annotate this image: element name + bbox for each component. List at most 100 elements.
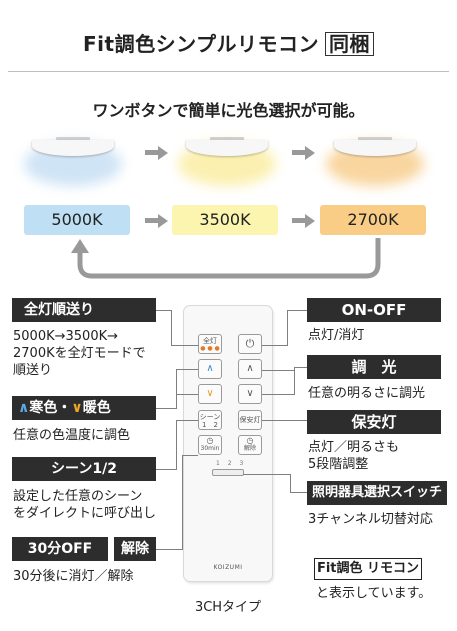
lamp-base (56, 137, 90, 141)
desc-line: 5段階調整 (308, 457, 369, 472)
scene-button-label: シーン (199, 413, 221, 421)
scene-button[interactable]: シーン 1 2 (198, 410, 222, 430)
leader-line (176, 369, 177, 409)
dim-up-button[interactable]: ∧ (238, 359, 262, 379)
arrow-right-icon (292, 150, 305, 155)
leader-line (290, 492, 307, 493)
leader-line (262, 420, 307, 421)
channel-switch[interactable] (212, 469, 244, 476)
lamp-shade (186, 140, 268, 156)
warm-down-icon: ∨ (71, 400, 83, 416)
leader-line (287, 310, 307, 311)
dim-down-button[interactable]: ∨ (238, 384, 262, 404)
leader-line (262, 345, 288, 346)
on-off-desc: 点灯/消灯 (308, 328, 365, 343)
desc-line: をダイレクトに呼び出し (13, 506, 157, 521)
leader-line (176, 420, 198, 421)
all-lights-order-label: 全灯順送り (12, 298, 156, 322)
leader-line (262, 370, 295, 371)
power-button[interactable]: ⏻ (238, 334, 262, 354)
cancel-button[interactable]: ◷ 解除 (238, 435, 262, 455)
clock-icon: ◷ (246, 436, 254, 445)
leader-line (176, 394, 198, 395)
leader-line (156, 469, 176, 470)
security-light-button[interactable]: 保安灯 (238, 410, 262, 430)
lamp-base (358, 137, 392, 141)
leader-line (294, 367, 307, 368)
timer-label: 30min (200, 445, 220, 452)
lamp-2700k (320, 128, 430, 186)
leader-line (182, 455, 183, 550)
desc-line: 5000K→3500K→ (13, 329, 119, 344)
desc-line: 設定した任意のシーン (13, 489, 143, 504)
leader-line (156, 310, 172, 311)
arrow-head-icon (305, 214, 315, 228)
temp-3500k-box: 3500K (172, 205, 278, 235)
leader-line (182, 455, 198, 456)
lamp-3500k (172, 128, 282, 186)
dimming-desc: 任意の明るさに調光 (308, 386, 426, 401)
leader-line (176, 420, 177, 470)
title-divider (8, 71, 449, 72)
cool-text: 寒色 (29, 400, 58, 416)
remote-control: 全灯 ● ● ● ⏻ ∧ ∧ ∨ ∨ シーン 1 2 保安灯 ◷ 30min ◷… (184, 306, 272, 581)
desc-line: 2700Kを全灯モードで (13, 346, 146, 361)
channel-numbers: 1 2 3 (216, 460, 247, 467)
cancel-label: 解除 (243, 445, 256, 452)
timer-30min-button[interactable]: ◷ 30min (198, 435, 222, 455)
temp-5000k-box: 5000K (24, 205, 130, 235)
bundled-badge: 同梱 (324, 32, 374, 56)
fit-remote-display-badge: Fit調色 リモコン (314, 558, 422, 580)
clock-icon: ◷ (206, 436, 214, 445)
arrow-head-icon (158, 146, 168, 160)
security-light-desc: 点灯／明るさも 5段階調整 (308, 439, 399, 473)
temp-2700k-box: 2700K (320, 205, 426, 235)
fit-remote-display-desc: と表示しています。 (316, 586, 432, 601)
all-on-button-label: 全灯 (203, 337, 217, 345)
security-light-label: 保安灯 (307, 410, 441, 434)
arrow-right-icon (292, 218, 305, 223)
all-on-button[interactable]: 全灯 ● ● ● (198, 334, 222, 354)
fixture-select-desc: 3チャンネル切替対応 (308, 512, 433, 527)
on-off-label: ON-OFF (307, 298, 441, 322)
arrow-head-icon (158, 214, 168, 228)
cool-warm-desc: 任意の色温度に調色 (13, 428, 131, 443)
leader-line (287, 310, 288, 346)
desc-line: 点灯／明るさも (308, 440, 400, 455)
warm-down-button[interactable]: ∨ (198, 384, 222, 404)
lamp-shade (32, 140, 114, 156)
warm-text: 暖色 (82, 400, 111, 416)
leader-line (171, 310, 172, 346)
lamp-shade (334, 140, 416, 156)
page-title: Fit調色シンプルリモコン同梱 (0, 28, 457, 57)
arrow-right-icon (145, 218, 158, 223)
leader-line (156, 549, 182, 550)
subtitle: ワンボタンで簡単に光色選択が可能。 (92, 101, 365, 120)
leader-line (156, 408, 176, 409)
leader-line (176, 369, 198, 370)
cool-up-icon: ∧ (18, 400, 30, 416)
cool-warm-label: ∧寒色・∨暖色 (12, 396, 156, 420)
color-dots-icon: ● ● ● (200, 345, 220, 352)
arrow-head-icon (305, 146, 315, 160)
leader-line (243, 474, 291, 475)
loop-back-arrow-icon (71, 238, 381, 279)
lamp-5000k (18, 128, 128, 186)
timer-desc: 30分後に消灯／解除 (13, 569, 134, 584)
title-text: Fit調色シンプルリモコン (83, 32, 319, 56)
timer-30min-label: 30分OFF (12, 537, 108, 561)
lamp-base (210, 137, 244, 141)
arrow-right-icon (145, 150, 158, 155)
leader-line (262, 394, 295, 395)
remote-model-label: 3CHタイプ (194, 600, 262, 615)
cool-up-button[interactable]: ∧ (198, 359, 222, 379)
leader-line (290, 474, 291, 493)
desc-line: 順送り (13, 363, 53, 378)
leader-line (294, 367, 295, 395)
scene-numbers: 1 2 (202, 421, 218, 429)
leader-line (171, 345, 198, 346)
dimming-label: 調 光 (307, 355, 441, 379)
scene-desc: 設定した任意のシーン をダイレクトに呼び出し (13, 488, 183, 522)
brand-logo: KOIZUMI (213, 564, 243, 571)
separator-dot: ・ (57, 400, 72, 416)
